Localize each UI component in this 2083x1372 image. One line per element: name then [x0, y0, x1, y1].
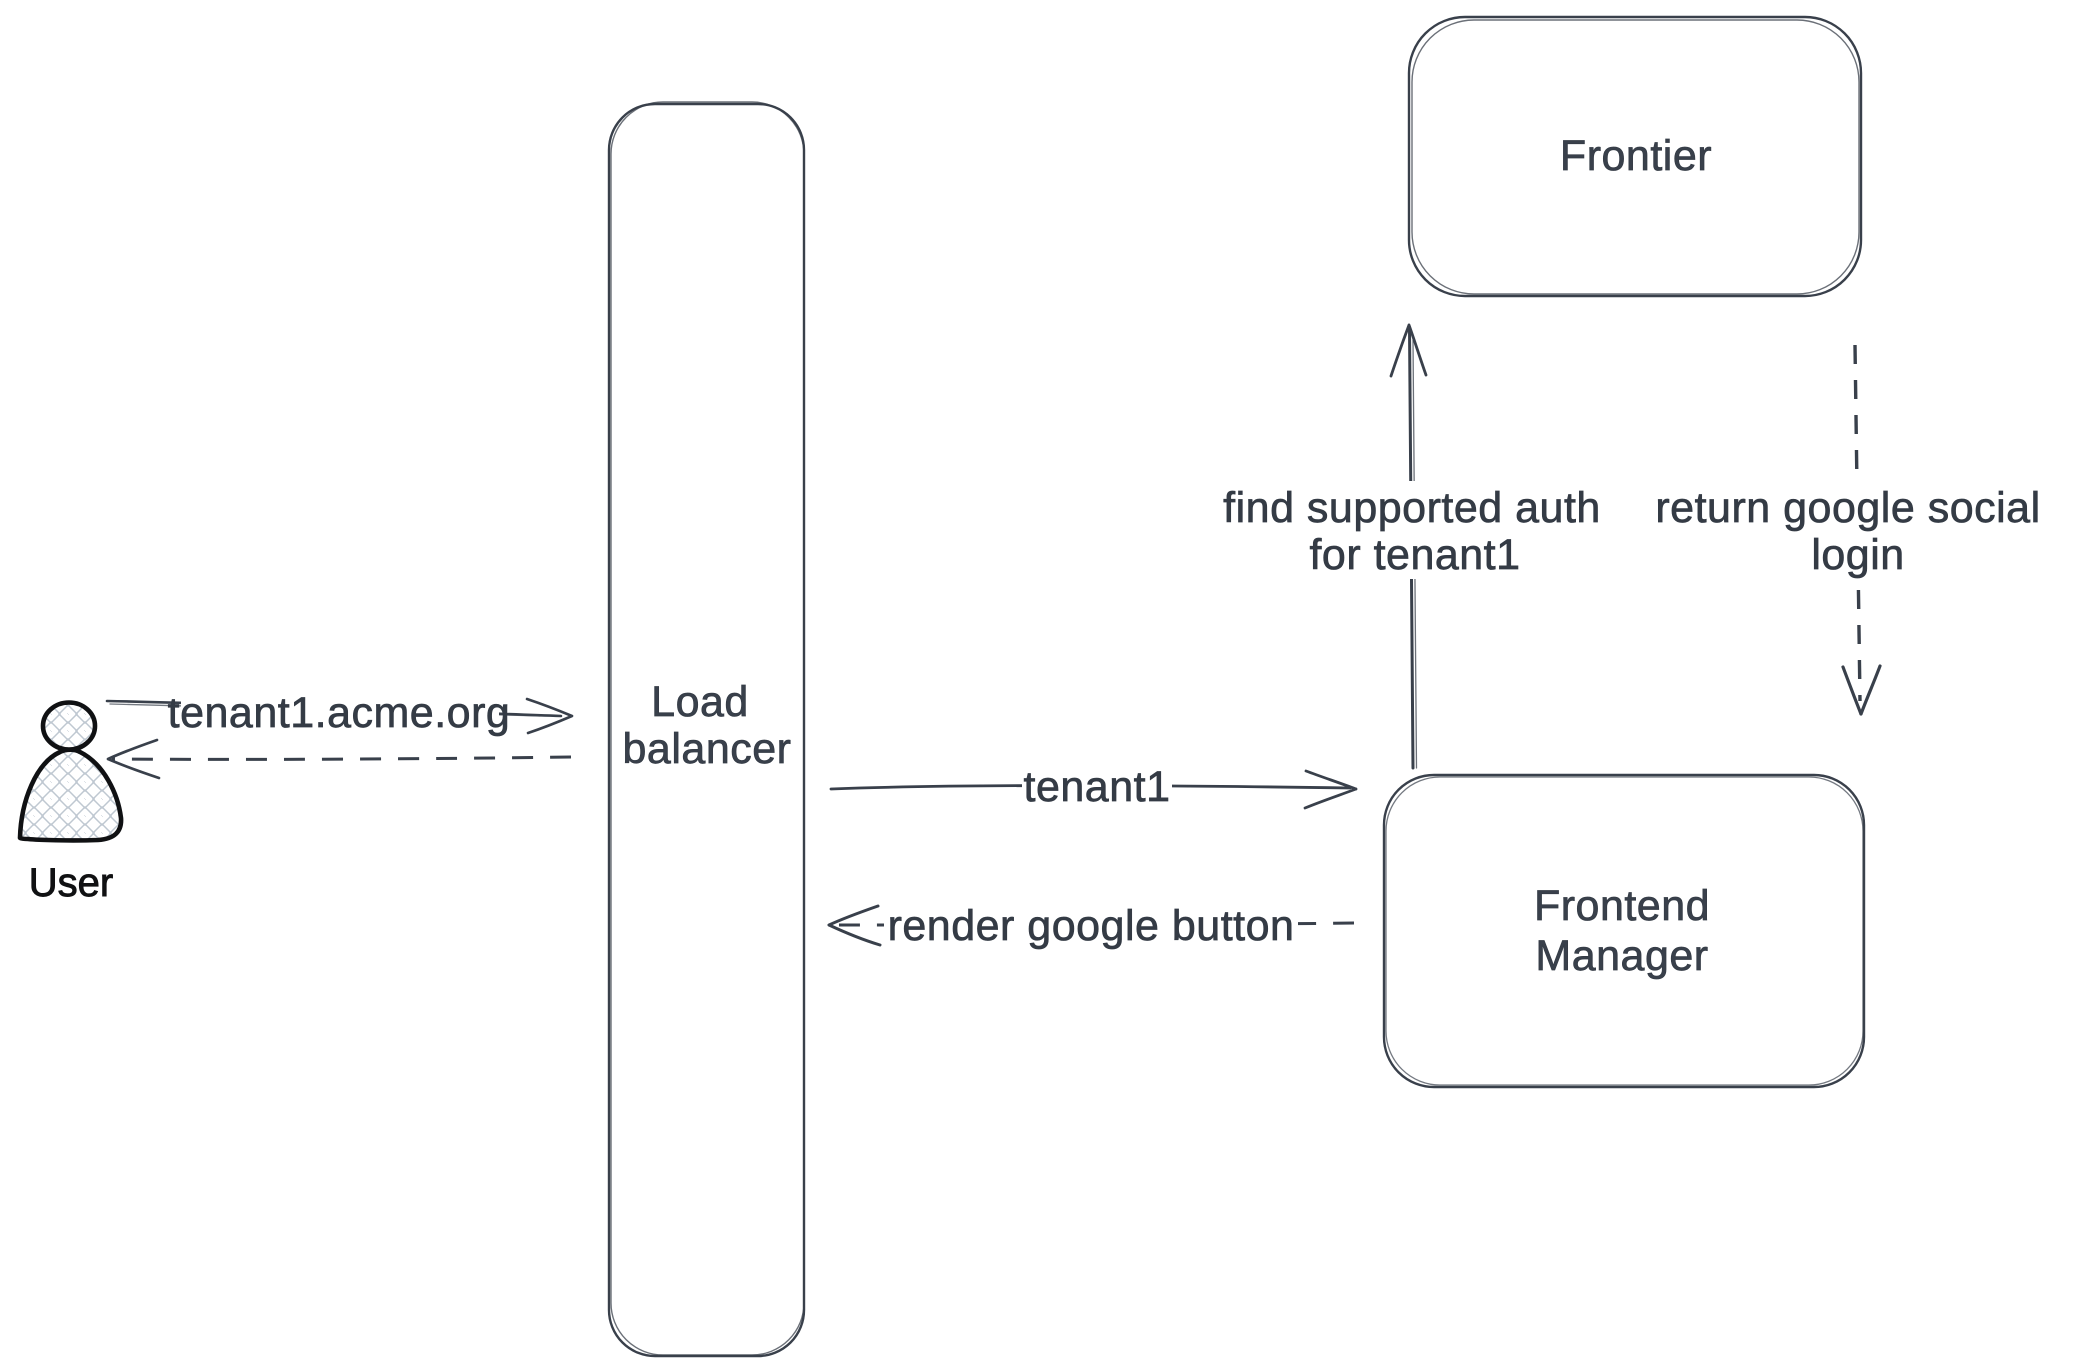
svg-text:render google button: render google button: [888, 902, 1295, 950]
svg-text:for tenant1: for tenant1: [1309, 531, 1520, 579]
svg-text:tenant1: tenant1: [1024, 763, 1171, 811]
svg-text:Frontier: Frontier: [1560, 132, 1712, 180]
svg-text:login: login: [1811, 531, 1904, 579]
svg-text:Frontend: Frontend: [1534, 882, 1710, 930]
svg-text:Manager: Manager: [1535, 932, 1708, 980]
svg-text:find supported auth: find supported auth: [1223, 484, 1601, 532]
svg-text:balancer: balancer: [623, 725, 792, 773]
svg-text:User: User: [29, 861, 113, 905]
svg-text:return google social: return google social: [1655, 484, 2040, 532]
svg-text:tenant1.acme.org: tenant1.acme.org: [168, 689, 511, 737]
svg-text:Load: Load: [651, 678, 749, 726]
